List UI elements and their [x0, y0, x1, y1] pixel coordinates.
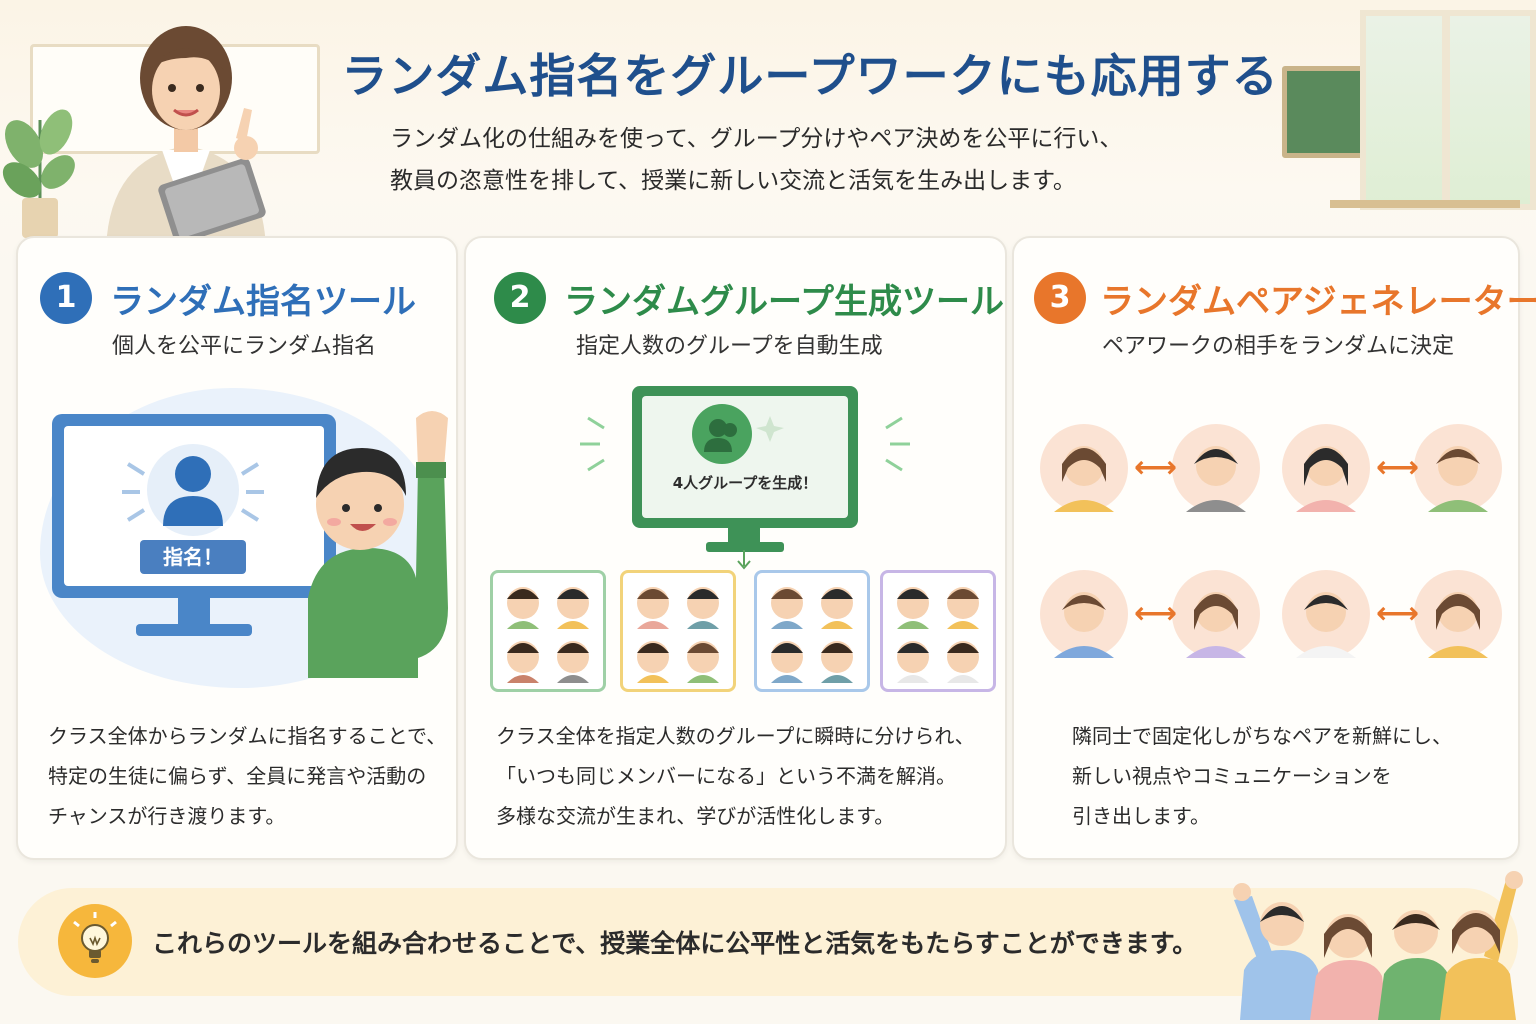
description-line: クラス全体を指定人数のグループに瞬時に分けられ、: [496, 724, 975, 748]
tool-card-random-pair: 3 ランダムペアジェネレーター ペアワークの相手をランダムに決定 ⟷ ⟷ ⟷ ⟷…: [1012, 236, 1536, 860]
page-subtitle: ランダム化の仕組みを使って、グループ分けやペア決めを公平に行い、 教員の恣意性を…: [390, 118, 1290, 202]
description-line: チャンスが行き渡ります。: [48, 804, 286, 828]
tool-card-random-pick: 1 ランダム指名ツール 個人を公平にランダム指名 指名！ クラス全体からランダム…: [16, 236, 458, 860]
description-line: 「いつも同じメンバーになる」という不満を解消。: [496, 764, 956, 788]
group-members-illustration: [507, 587, 589, 683]
card-header: 2 ランダムグループ生成ツール: [466, 268, 1005, 328]
tool-card-random-group: 2 ランダムグループ生成ツール 指定人数のグループを自動生成 4人グループを生成…: [464, 236, 1007, 860]
monitor-label: 4人グループを生成！: [672, 474, 818, 492]
card-title: ランダムグループ生成ツール: [564, 282, 1004, 322]
group-members-illustration: [771, 587, 853, 683]
card-description: 隣同士で固定化しがちなペアを新鮮にし、 新しい視点やコミュニケーションを 引き出…: [1072, 716, 1452, 836]
swap-arrow-icon: ⟷: [1376, 596, 1420, 631]
teacher-illustration: [106, 26, 266, 248]
group-icon: [692, 404, 784, 464]
cheering-students-illustration: [1233, 871, 1523, 1020]
card-header: 1 ランダム指名ツール: [18, 268, 456, 328]
card-description: クラス全体からランダムに指名することで、 特定の生徒に偏らず、全員に発言や活動の…: [48, 716, 446, 836]
monitor-stand: [178, 598, 210, 624]
group-box: [880, 570, 996, 692]
summary-text: これらのツールを組み合わせることで、授業全体に公平性と活気をもたらすことができま…: [152, 929, 1198, 958]
description-line: クラス全体からランダムに指名することで、: [48, 724, 447, 748]
sparkle-lines-icon: [580, 416, 910, 472]
arrow-down-icon: [737, 550, 751, 570]
card-title: ランダム指名ツール: [110, 282, 416, 322]
group-box: [620, 570, 736, 692]
user-icon: [122, 444, 264, 536]
lightbulb-icon: [58, 904, 132, 978]
page-title: ランダム指名をグループワークにも応用する: [341, 49, 1279, 103]
subtitle-line: ランダム化の仕組みを使って、グループ分けやペア決めを公平に行い、: [390, 126, 1123, 152]
student-pairs-illustration: [1040, 424, 1502, 658]
card-number-badge: 3: [1034, 272, 1086, 324]
card-number-badge: 1: [40, 272, 92, 324]
swap-arrow-icon: ⟷: [1134, 596, 1178, 631]
bulletin-board-illustration: [1282, 66, 1366, 158]
monitor-stand: [728, 528, 760, 542]
description-line: 引き出します。: [1072, 804, 1210, 828]
group-members-illustration: [897, 587, 979, 683]
group-members-illustration: [637, 587, 719, 683]
subtitle-line: 教員の恣意性を排して、授業に新しい交流と活気を生み出します。: [390, 168, 1076, 194]
card-title: ランダムペアジェネレーター: [1100, 282, 1536, 322]
description-line: 隣同士で固定化しがちなペアを新鮮にし、: [1072, 724, 1452, 748]
group-box: [490, 570, 606, 692]
plant-illustration: [2, 109, 75, 238]
card-description: クラス全体を指定人数のグループに瞬時に分けられ、 「いつも同じメンバーになる」と…: [496, 716, 975, 836]
group-box: [754, 570, 870, 692]
description-line: 多様な交流が生まれ、学びが活性化します。: [496, 804, 895, 828]
card-subtitle: 個人を公平にランダム指名: [112, 334, 377, 359]
card-number-badge: 2: [494, 272, 546, 324]
swap-arrow-icon: ⟷: [1134, 450, 1178, 485]
description-line: 新しい視点やコミュニケーションを: [1072, 764, 1392, 788]
card-subtitle: 指定人数のグループを自動生成: [576, 334, 883, 359]
card-subtitle: ペアワークの相手をランダムに決定: [1102, 334, 1455, 359]
window-illustration: [1360, 10, 1536, 210]
monitor-base: [136, 624, 252, 636]
student-raising-hand-illustration: [308, 411, 448, 678]
card-header: 3 ランダムペアジェネレーター: [1014, 268, 1536, 328]
shimei-badge: 指名！: [140, 540, 246, 574]
monitor-base: [706, 542, 784, 552]
desk-illustration: [1330, 200, 1520, 240]
description-line: 特定の生徒に偏らず、全員に発言や活動の: [48, 764, 427, 788]
swap-arrow-icon: ⟷: [1376, 450, 1420, 485]
